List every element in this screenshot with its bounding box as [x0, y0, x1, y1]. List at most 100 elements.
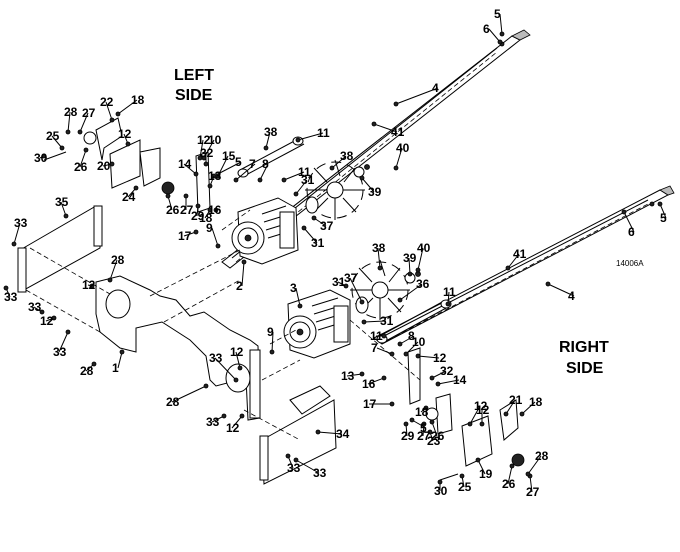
leader-line-12 [235, 351, 241, 369]
leader-line-41 [507, 253, 520, 269]
fastener-part-11 [295, 137, 301, 143]
callout-label-27: 27 [417, 429, 431, 443]
leader-line-28 [527, 455, 542, 475]
callout-label-23: 23 [427, 434, 441, 448]
callout-label-39: 39 [403, 251, 417, 265]
leader-line-19 [477, 459, 486, 475]
callout-label-11: 11 [317, 126, 330, 140]
fastener-part-15 [215, 173, 221, 179]
leader-line-4 [547, 283, 575, 297]
callout-label-8: 8 [262, 157, 269, 171]
callout-label-13: 13 [341, 369, 355, 383]
fastener-part-31 [293, 191, 299, 197]
right-side-shield [259, 385, 337, 485]
callout-label-32: 32 [200, 146, 214, 160]
fastener-part-17 [193, 229, 199, 235]
callout-label-33: 33 [28, 300, 42, 314]
fastener-part-3 [297, 303, 303, 309]
fastener-part-10 [403, 351, 409, 357]
leader-line-35 [60, 201, 67, 217]
callout-label-4: 4 [568, 289, 575, 303]
fastener-part-5 [657, 201, 663, 207]
drawing-reference-code: 14006A [616, 259, 644, 268]
callout-label-34: 34 [336, 427, 350, 441]
right-side-title-line2: SIDE [566, 360, 604, 377]
fastener-part-26 [429, 419, 435, 425]
fastener-part-29 [195, 203, 201, 209]
callout-label-31: 31 [380, 314, 394, 328]
fastener-part-33 [11, 241, 17, 247]
fastener-part-28 [91, 361, 97, 367]
callout-label-12: 12 [474, 399, 488, 413]
leader-line-28 [109, 259, 118, 281]
fastener-part-21 [503, 411, 509, 417]
leader-line-9 [271, 331, 274, 353]
fastener-part-25 [59, 145, 65, 151]
leader-line-11 [297, 132, 324, 141]
leader-line-33 [214, 357, 237, 381]
leader-line-31 [295, 179, 308, 195]
fastener-part-26 [83, 147, 89, 153]
leader-line-40 [395, 147, 403, 169]
leader-line-38 [265, 131, 271, 149]
fastener-part-19 [475, 457, 481, 463]
callout-label-32: 32 [440, 364, 454, 378]
leader-line-25 [51, 135, 63, 149]
leader-line-41 [373, 123, 398, 133]
leader-line-14 [437, 379, 460, 385]
callout-label-28: 28 [80, 364, 94, 378]
fastener-part-12 [479, 421, 485, 427]
leader-line-8 [399, 335, 415, 345]
callout-label-3: 3 [290, 281, 297, 295]
callout-label-37: 37 [320, 219, 334, 233]
callout-label-10: 10 [208, 133, 222, 147]
callout-label-24: 24 [122, 190, 136, 204]
leader-line-9 [211, 227, 219, 247]
left-brackets [43, 117, 211, 213]
callout-label-2: 2 [236, 279, 243, 293]
fastener-part-6 [621, 209, 627, 215]
callout-label-19: 19 [479, 467, 493, 481]
fastener-part-23 [427, 429, 433, 435]
leader-line-39 [408, 257, 411, 275]
left-control-rod [237, 136, 305, 178]
fastener-part-7 [233, 177, 239, 183]
fastener-part-9 [215, 243, 221, 249]
fastener-part-40 [415, 267, 421, 273]
leader-line-3 [295, 287, 301, 307]
leader-line-33 [295, 459, 320, 474]
leader-line-27 [529, 475, 533, 493]
callout-label-27: 27 [82, 106, 96, 120]
callout-label-14: 14 [453, 373, 467, 387]
fastener-part-28 [525, 471, 531, 477]
callout-label-13: 13 [208, 169, 222, 183]
callout-label-22: 22 [100, 95, 114, 109]
fastener-part-4 [545, 281, 551, 287]
left-cooling-fan [305, 159, 365, 220]
callout-label-11: 11 [443, 285, 456, 299]
fastener-part-33 [221, 413, 227, 419]
left-washer [353, 166, 365, 178]
callout-label-25: 25 [46, 129, 60, 143]
callout-label-12: 12 [433, 351, 447, 365]
leader-line-2 [241, 261, 245, 287]
callout-label-17: 17 [178, 229, 192, 243]
fastener-part-32 [429, 375, 435, 381]
fastener-part-4 [393, 101, 399, 107]
fastener-part-2 [241, 259, 247, 265]
callout-label-21: 21 [509, 393, 523, 407]
leader-line-6 [488, 28, 501, 43]
callout-label-31: 31 [301, 173, 315, 187]
fastener-part-18 [115, 111, 121, 117]
callout-label-4: 4 [432, 81, 439, 95]
callout-label-28: 28 [111, 253, 125, 267]
fastener-part-24 [133, 185, 139, 191]
leader-line-26 [79, 149, 87, 168]
fastener-part-18 [423, 405, 429, 411]
leader-line-12 [231, 415, 243, 429]
leader-line-34 [317, 431, 343, 435]
callout-label-39: 39 [368, 185, 382, 199]
leader-line-7 [235, 163, 256, 181]
fastener-part-7 [389, 351, 395, 357]
callout-label-14: 14 [178, 157, 192, 171]
